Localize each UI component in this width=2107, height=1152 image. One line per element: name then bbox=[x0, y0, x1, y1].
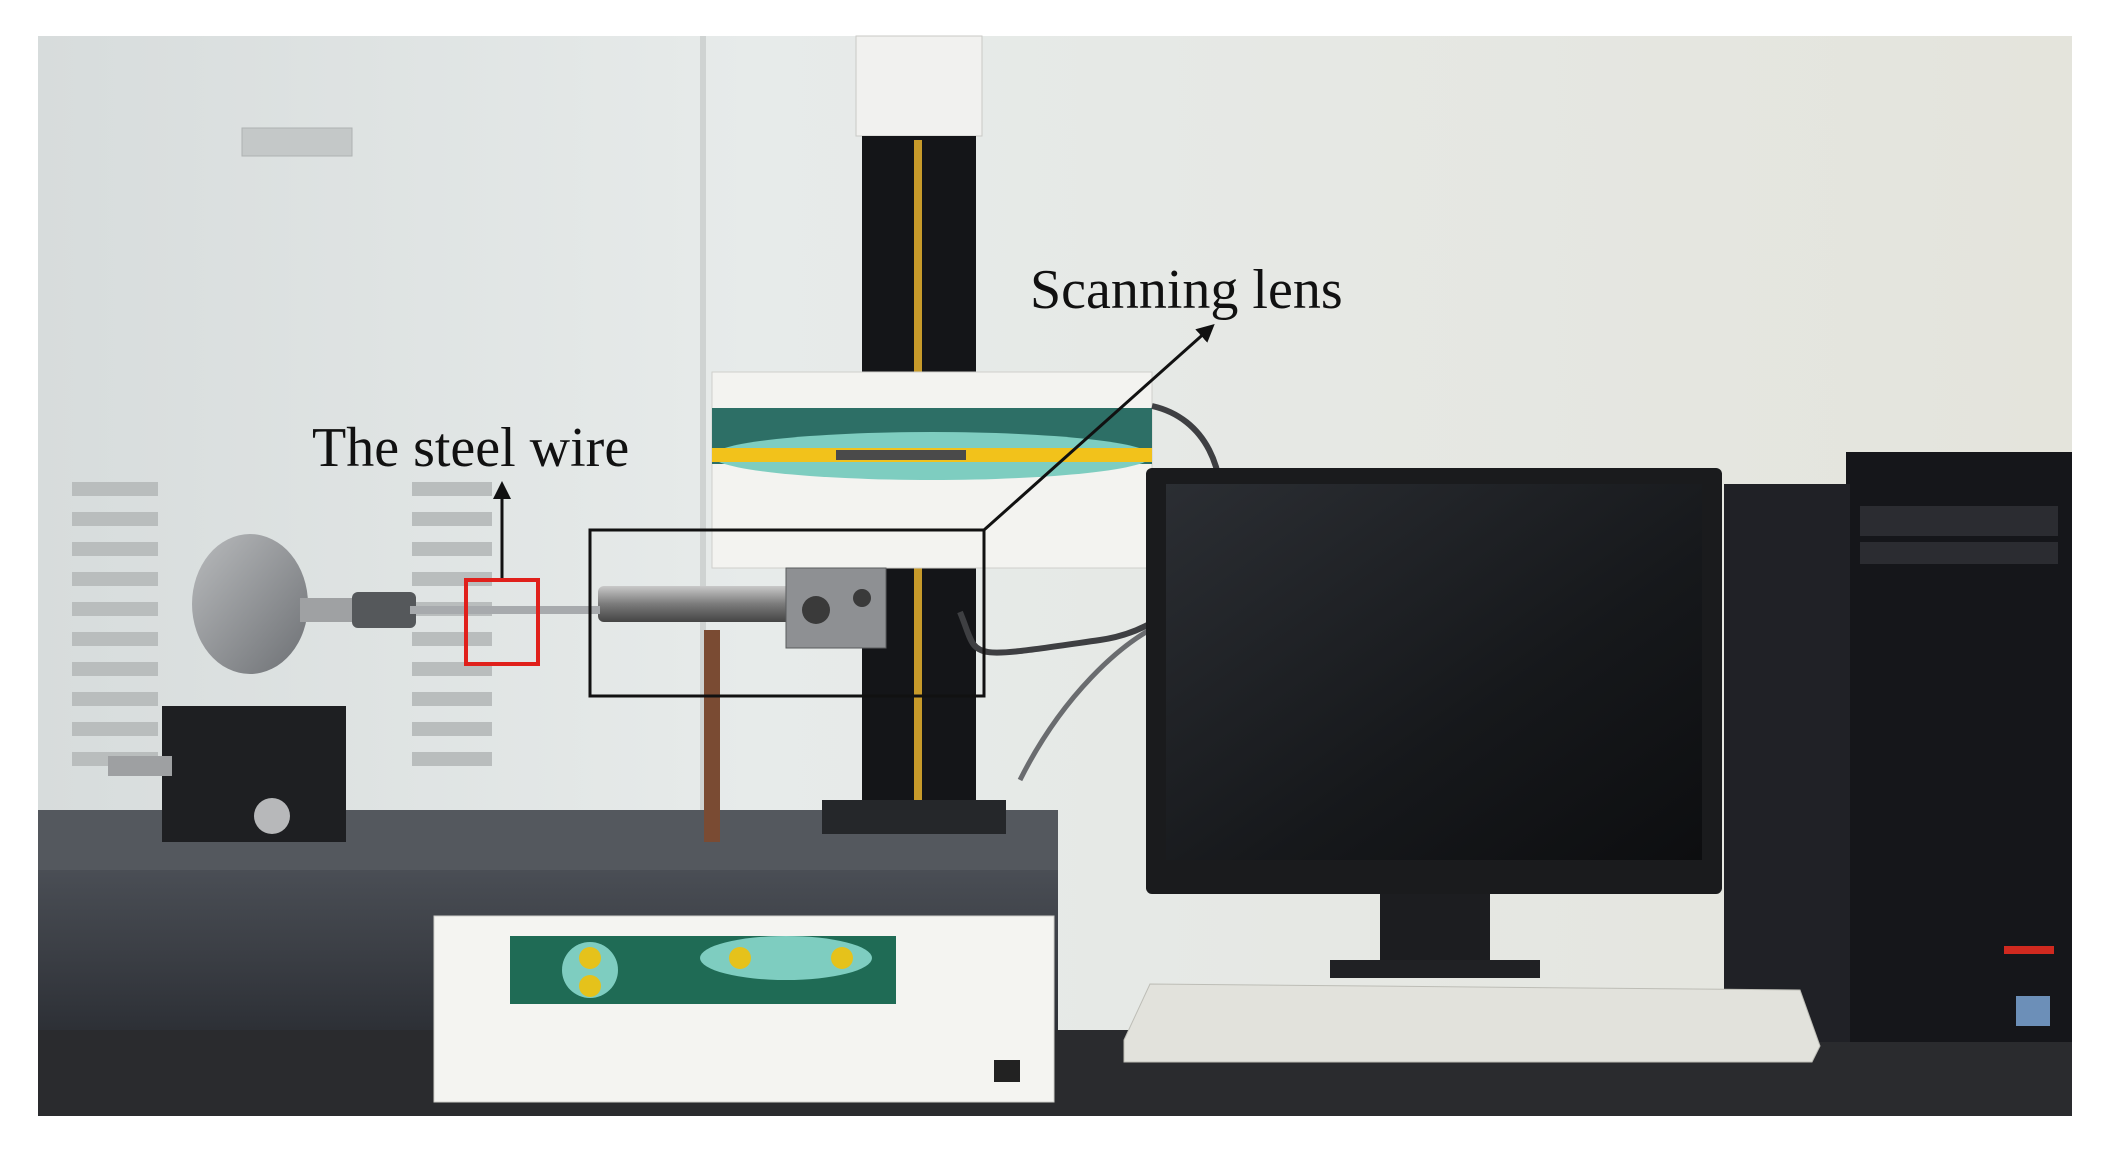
wall-vent-slot bbox=[241, 127, 353, 157]
pc-led-stripe bbox=[2004, 946, 2054, 954]
wall-seam bbox=[700, 36, 706, 866]
pc-sticker bbox=[2016, 996, 2050, 1026]
monitor-stand bbox=[1380, 894, 1490, 964]
controller-button-down-icon bbox=[579, 975, 601, 997]
controller-button-left-icon bbox=[729, 947, 751, 969]
copper-support-post bbox=[704, 630, 720, 842]
keyboard bbox=[1123, 983, 1821, 1063]
clamp-screw-icon bbox=[853, 589, 871, 607]
fixture-knob-icon bbox=[254, 798, 290, 834]
probe-arm-rod bbox=[598, 586, 794, 622]
cable-1 bbox=[957, 403, 1224, 656]
fixture-stage-knob bbox=[108, 756, 172, 776]
wall-vent-louvers-middle bbox=[412, 482, 492, 766]
arrow-diagonal-icon bbox=[983, 324, 1215, 532]
controller-button-right-icon bbox=[831, 947, 853, 969]
column-foot bbox=[822, 800, 1006, 834]
pc-drive-bay bbox=[1860, 506, 2058, 536]
steel-wire-strand bbox=[410, 606, 600, 614]
probe-arm-clamp bbox=[785, 567, 887, 649]
fixture-stage bbox=[162, 706, 346, 842]
controller-pad-left bbox=[562, 942, 618, 998]
clamp-knob-icon bbox=[802, 596, 830, 624]
steel-wire-label: The steel wire bbox=[312, 417, 630, 479]
controller-button-up-icon bbox=[579, 947, 601, 969]
motor-body bbox=[192, 534, 308, 674]
steel-wire-highlight-box bbox=[464, 578, 540, 666]
column-top-cap bbox=[855, 35, 983, 137]
wall-vent-louvers-left bbox=[72, 482, 158, 766]
head-display-slot bbox=[836, 450, 966, 460]
monitor-screen bbox=[1166, 484, 1702, 860]
scanning-lens-label: Scanning lens bbox=[1030, 259, 1343, 321]
controller-power-switch bbox=[994, 1060, 1020, 1082]
monitor-stand-base bbox=[1330, 960, 1540, 978]
pc-drive-bay-2 bbox=[1860, 542, 2058, 564]
pc-tower-side bbox=[1724, 484, 1850, 1042]
controller-pad-right bbox=[700, 936, 872, 980]
scanning-lens-highlight-box bbox=[588, 528, 986, 698]
motor-coupling bbox=[352, 592, 416, 628]
